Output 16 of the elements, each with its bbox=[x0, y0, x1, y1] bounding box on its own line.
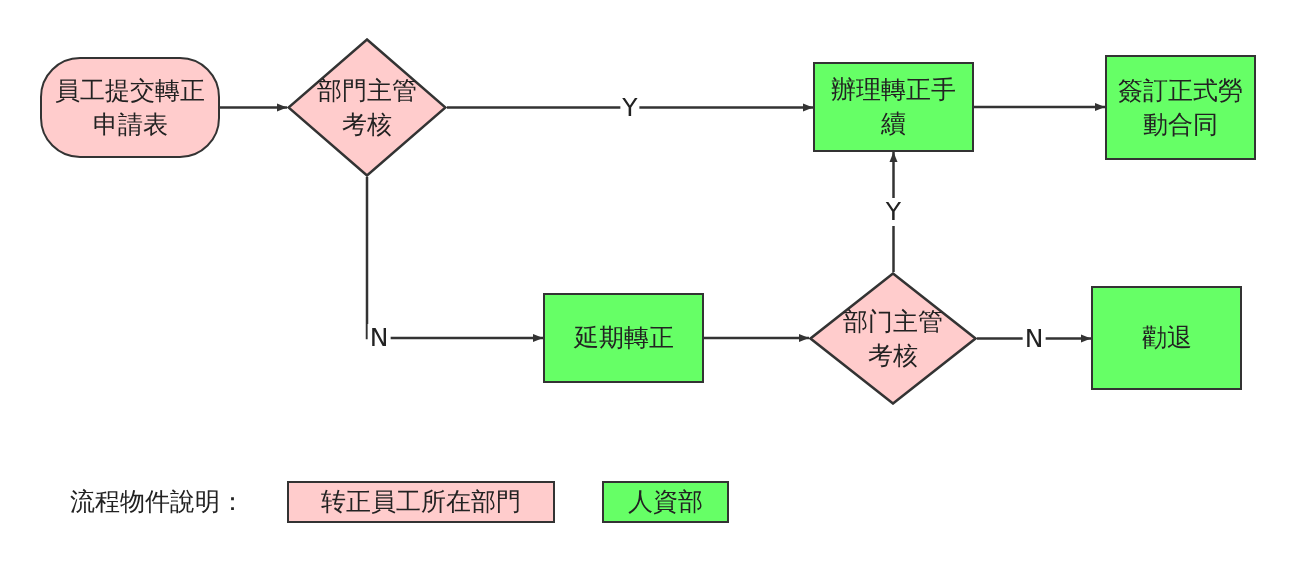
arrow bbox=[974, 103, 1105, 111]
process-box: 簽訂正式勞動合同 bbox=[1105, 55, 1256, 160]
edge-label: Y bbox=[883, 198, 904, 226]
arrow bbox=[220, 103, 287, 112]
process-box: 辦理轉正手續 bbox=[813, 62, 974, 152]
process-box: 延期轉正 bbox=[543, 293, 704, 383]
start-box: 員工提交轉正申請表 bbox=[40, 57, 220, 158]
process-box: 勸退 bbox=[1091, 286, 1242, 390]
legend-title: 流程物件說明： bbox=[70, 486, 245, 518]
legend-text: 人資部 bbox=[628, 487, 703, 517]
legend-text: 转正員工所在部門 bbox=[321, 487, 521, 517]
arrow bbox=[447, 103, 813, 112]
arrow bbox=[365, 177, 543, 342]
arrow bbox=[704, 334, 809, 342]
decision-diamond: 部門主管考核 bbox=[287, 38, 447, 177]
decision-diamond: 部门主管考核 bbox=[809, 272, 977, 405]
